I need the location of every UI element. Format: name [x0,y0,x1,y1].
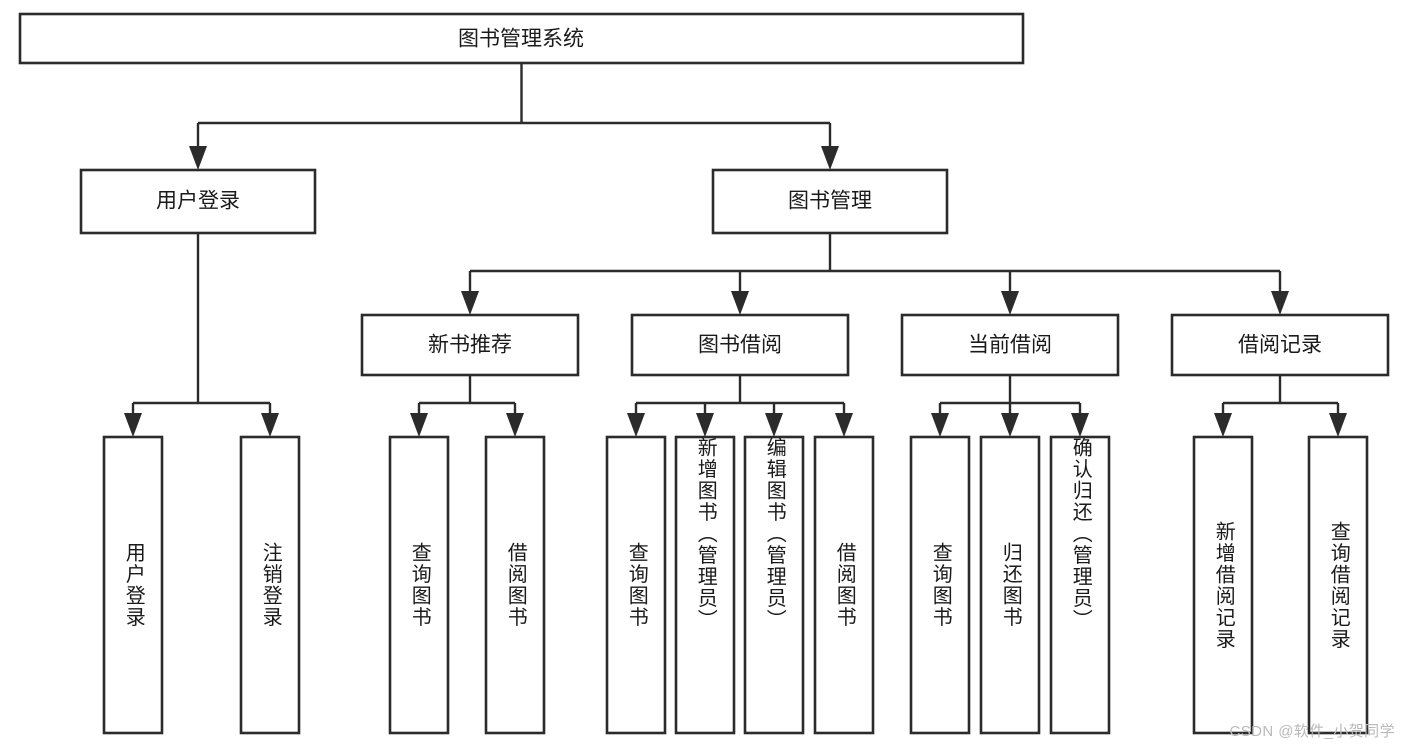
node-borrow-record-label: 借阅记录 [1238,334,1322,357]
leaf-box-new-book-1[interactable] [484,435,546,735]
leaf-box-book-borrow-0[interactable] [605,435,667,735]
leaf-box-book-borrow-3[interactable] [813,435,875,735]
node-user-login[interactable]: 用户登录 [79,168,317,235]
connector-newbook-to-leaves [410,375,524,437]
connector-userlogin-to-leaves [124,233,279,437]
leaf-box-book-borrow-2[interactable] [743,435,805,735]
node-book-management[interactable]: 图书管理 [711,168,949,235]
node-current-borrow-label: 当前借阅 [968,334,1052,357]
node-new-book-recommend[interactable]: 新书推荐 [360,313,580,377]
connector-root-to-level2 [189,63,839,170]
leaf-box-borrow-record-0[interactable] [1192,435,1254,735]
node-borrow-record[interactable]: 借阅记录 [1170,313,1390,377]
connector-bookborrow-to-leaves [627,375,853,437]
node-book-borrow-label: 图书借阅 [698,334,782,357]
leaf-box-current-borrow-2[interactable] [1049,435,1111,735]
node-new-book-recommend-label: 新书推荐 [428,334,512,357]
connector-borrowrecord-to-leaves [1214,375,1347,437]
leaf-box-new-book-0[interactable] [388,435,450,735]
node-book-borrow[interactable]: 图书借阅 [630,313,850,377]
node-book-management-label: 图书管理 [788,190,872,213]
leaf-box-current-borrow-1[interactable] [979,435,1041,735]
node-root[interactable]: 图书管理系统 [18,12,1025,65]
watermark: CSDN @软件_小贺同学 [1229,723,1395,740]
node-user-login-label: 用户登录 [156,190,240,213]
leaf-box-user-login-0[interactable] [102,435,164,735]
connector-bookmgmt-to-level3 [461,233,1289,315]
node-root-label: 图书管理系统 [458,28,584,51]
leaf-box-book-borrow-1[interactable] [674,435,736,735]
leaf-box-borrow-record-1[interactable] [1307,435,1369,735]
leaf-box-user-login-1[interactable] [239,435,301,735]
connector-currentborrow-to-leaves [931,375,1089,437]
node-current-borrow[interactable]: 当前借阅 [900,313,1120,377]
leaf-box-current-borrow-0[interactable] [909,435,971,735]
